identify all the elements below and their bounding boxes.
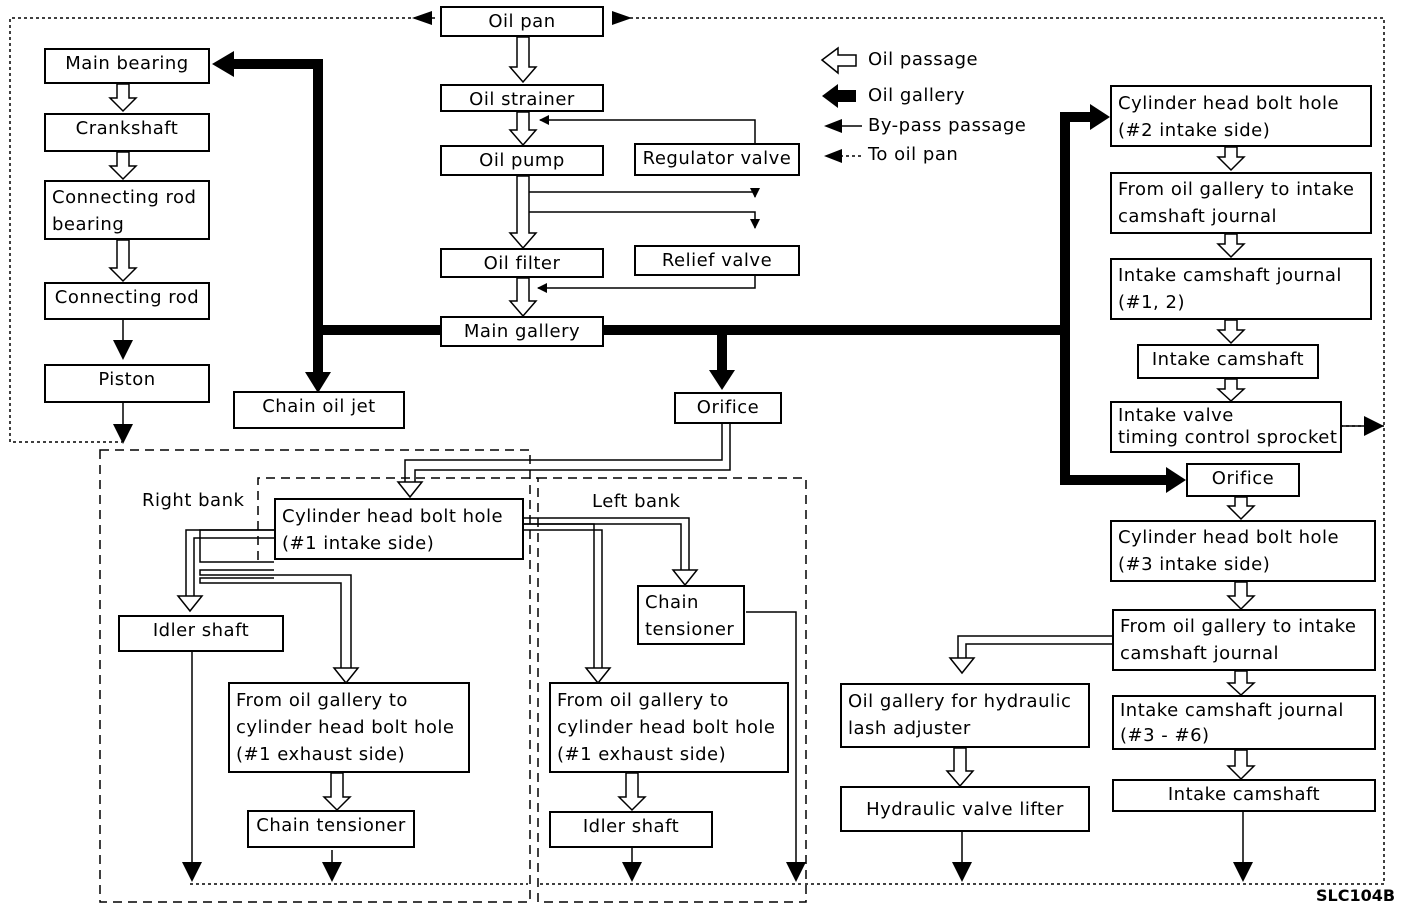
legend-bypass-passage: By-pass passage xyxy=(868,115,1027,136)
orifice-right-box: Orifice xyxy=(1186,463,1300,497)
cylinder-head-bolt-hole-3-box: Cylinder head bolt hole (#3 intake side) xyxy=(1110,520,1376,582)
oil-gallery-arrowheads xyxy=(212,51,1186,493)
cylinder-head-bolt-hole-2-box: Cylinder head bolt hole (#2 intake side) xyxy=(1110,85,1372,147)
chain-tensioner-left-box: Chain tensioner xyxy=(637,585,745,645)
bypass-lines xyxy=(113,115,1384,882)
crankshaft-box: Crankshaft xyxy=(44,113,210,152)
branch-passage-heads xyxy=(176,481,976,685)
connecting-rod-box: Connecting rod xyxy=(44,282,210,320)
bank-outlines xyxy=(99,449,807,903)
idler-shaft-right-box: Idler shaft xyxy=(118,615,284,652)
main-bearing-box: Main bearing xyxy=(44,48,210,84)
relief-valve-box: Relief valve xyxy=(634,245,800,276)
orifice-center-box: Orifice xyxy=(674,392,782,424)
chain-tensioner-right-box: Chain tensioner xyxy=(247,810,415,848)
diagram-code: SLC104B xyxy=(1316,886,1396,905)
hla-gallery-box: Oil gallery for hydraulic lash adjuster xyxy=(840,683,1090,748)
oil-strainer-box: Oil strainer xyxy=(440,84,604,112)
oil-filter-box: Oil filter xyxy=(440,248,604,278)
from-gallery-left-box: From oil gallery to cylinder head bolt h… xyxy=(549,682,789,773)
from-gallery-intake-1-box: From oil gallery to intake camshaft jour… xyxy=(1110,172,1372,234)
legend-oil-passage: Oil passage xyxy=(868,49,979,70)
piston-box: Piston xyxy=(44,364,210,403)
return-arrowheads xyxy=(412,11,632,25)
main-gallery-box: Main gallery xyxy=(440,316,604,347)
intake-camshaft-2-box: Intake camshaft xyxy=(1112,779,1376,812)
legend-symbols xyxy=(820,46,862,163)
oil-passage-arrows xyxy=(108,36,1256,812)
oil-gallery-legend-icon xyxy=(822,84,856,108)
cylinder-head-bolt-hole-1-box: Cylinder head bolt hole (#1 intake side) xyxy=(274,498,524,560)
left-bank-label: Left bank xyxy=(592,491,681,512)
oil-pump-box: Oil pump xyxy=(440,145,604,176)
bypass-passage-legend-icon xyxy=(824,119,862,133)
legend-to-oil-pan: To oil pan xyxy=(868,144,959,165)
oil-gallery-lines xyxy=(232,59,1168,485)
intake-camshaft-journal-1-box: Intake camshaft journal (#1, 2) xyxy=(1110,258,1372,320)
oil-passage-legend-icon xyxy=(820,46,857,75)
connecting-rod-bearing-box: Connecting rod bearing xyxy=(44,180,210,240)
chain-oil-jet-box: Chain oil jet xyxy=(233,391,405,429)
intake-camshaft-journal-2-box: Intake camshaft journal (#3 - #6) xyxy=(1112,695,1376,750)
legend-oil-gallery: Oil gallery xyxy=(868,85,965,106)
intake-camshaft-1-box: Intake camshaft xyxy=(1137,344,1319,379)
branch-passage-lines xyxy=(185,424,1112,668)
to-oil-pan-legend-icon xyxy=(824,149,862,163)
idler-shaft-left-box: Idler shaft xyxy=(549,811,713,848)
oil-pan-box: Oil pan xyxy=(440,6,604,37)
intake-valve-timing-control-sprocket-box: Intake valve timing control sprocket xyxy=(1110,401,1342,453)
from-gallery-intake-2-box: From oil gallery to intake camshaft jour… xyxy=(1112,609,1376,671)
from-gallery-right-box: From oil gallery to cylinder head bolt h… xyxy=(228,682,470,773)
right-bank-label: Right bank xyxy=(142,490,245,511)
regulator-valve-box: Regulator valve xyxy=(634,143,800,176)
hydraulic-valve-lifter-box: Hydraulic valve lifter xyxy=(840,786,1090,832)
